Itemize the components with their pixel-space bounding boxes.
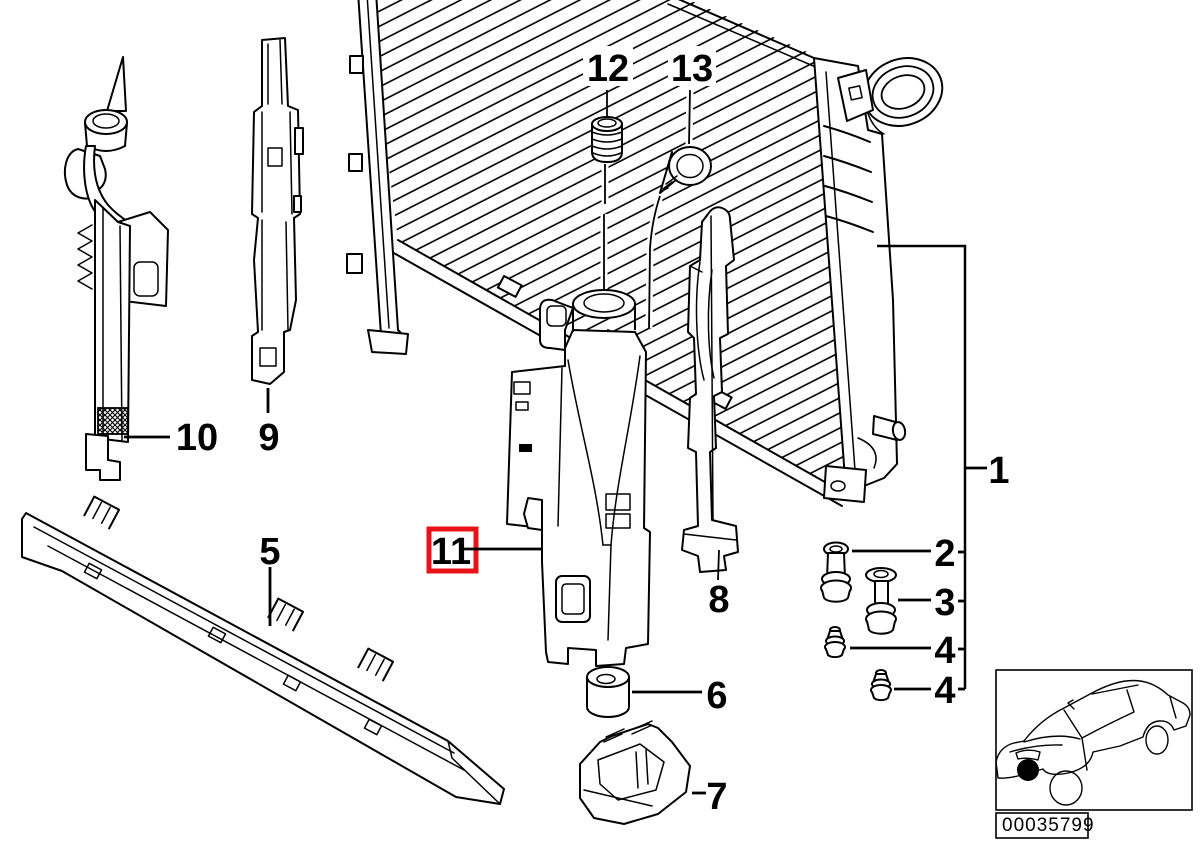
part-4b-drawing bbox=[870, 669, 892, 702]
car-silhouette-icon bbox=[995, 679, 1191, 806]
callout-1[interactable]: 1 bbox=[988, 450, 1009, 492]
part-7-drawing bbox=[579, 720, 691, 825]
radiator-left-frame bbox=[346, 0, 409, 355]
label-backdrop-12 bbox=[583, 46, 633, 86]
part-4a-drawing bbox=[824, 626, 846, 659]
part-9-drawing bbox=[251, 37, 304, 385]
diagram-code: 00035799 bbox=[1002, 815, 1095, 836]
leader-lines bbox=[124, 244, 987, 795]
label-backdrop-13 bbox=[668, 46, 716, 86]
part-3-drawing bbox=[865, 567, 897, 635]
callout-2[interactable]: 2 bbox=[934, 533, 955, 575]
callout-4b[interactable]: 4 bbox=[934, 670, 955, 712]
radiator-right-tank bbox=[813, 57, 944, 503]
callout-6[interactable]: 6 bbox=[706, 675, 727, 717]
callout-3[interactable]: 3 bbox=[934, 582, 955, 624]
part-6-drawing bbox=[586, 666, 630, 718]
part-13-drawing bbox=[645, 89, 712, 329]
group-bracket-1 bbox=[877, 244, 967, 689]
callout-4a[interactable]: 4 bbox=[934, 630, 955, 672]
callout-8[interactable]: 8 bbox=[708, 579, 729, 621]
callout-12[interactable]: 12 bbox=[587, 48, 629, 90]
callout-10[interactable]: 10 bbox=[176, 417, 218, 459]
part-8-drawing bbox=[681, 206, 739, 581]
callout-11-selected[interactable]: 11 bbox=[431, 531, 471, 573]
part-5-drawing bbox=[21, 495, 505, 805]
callout-13[interactable]: 13 bbox=[671, 48, 713, 90]
part-10-drawing bbox=[63, 56, 169, 481]
vehicle-thumbnail: 00035799 bbox=[995, 669, 1193, 839]
part-11-drawing bbox=[506, 289, 651, 667]
filler-neck bbox=[862, 57, 944, 127]
callout-7[interactable]: 7 bbox=[706, 776, 727, 818]
diagram-code-box bbox=[995, 812, 1089, 839]
part-2-drawing bbox=[820, 541, 852, 603]
location-dot bbox=[1017, 759, 1039, 781]
part-12-drawing bbox=[591, 90, 623, 292]
callout-5[interactable]: 5 bbox=[259, 531, 280, 573]
callout-9[interactable]: 9 bbox=[258, 417, 279, 459]
